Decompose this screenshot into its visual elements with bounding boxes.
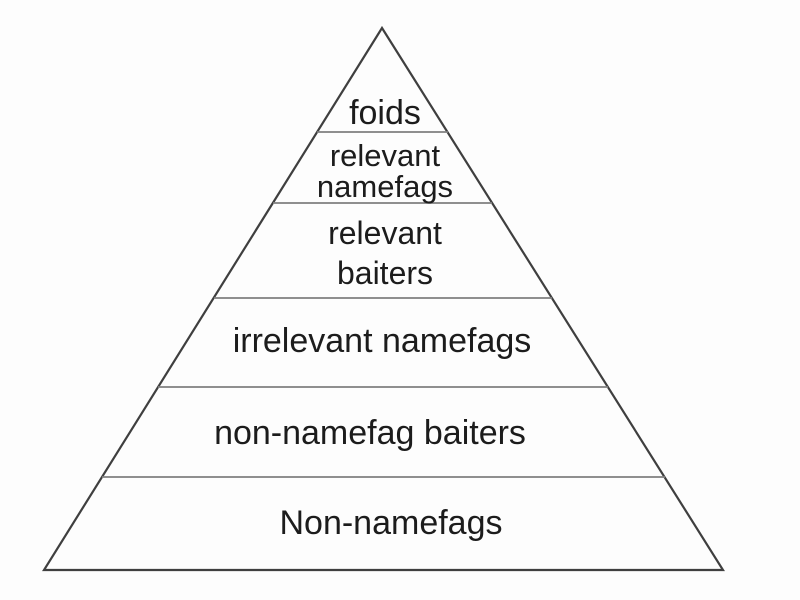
tier-label-relevant-baiters-line1: relevant — [328, 215, 442, 251]
tier-label-relevant-baiters-line2: baiters — [337, 255, 433, 291]
pyramid-outline — [42, 25, 725, 572]
tier-label-relevant-namefags-line2: namefags — [317, 169, 453, 204]
tier-label-non-namefags: Non-namefags — [279, 504, 502, 542]
tier-label-non-namefag-baiters: non-namefag baiters — [214, 414, 526, 452]
tier-label-irrelevant-namefags: irrelevant namefags — [233, 322, 532, 360]
tier-label-relevant-namefags-line1: relevant — [330, 138, 441, 173]
tier-label-foids: foids — [349, 94, 421, 132]
